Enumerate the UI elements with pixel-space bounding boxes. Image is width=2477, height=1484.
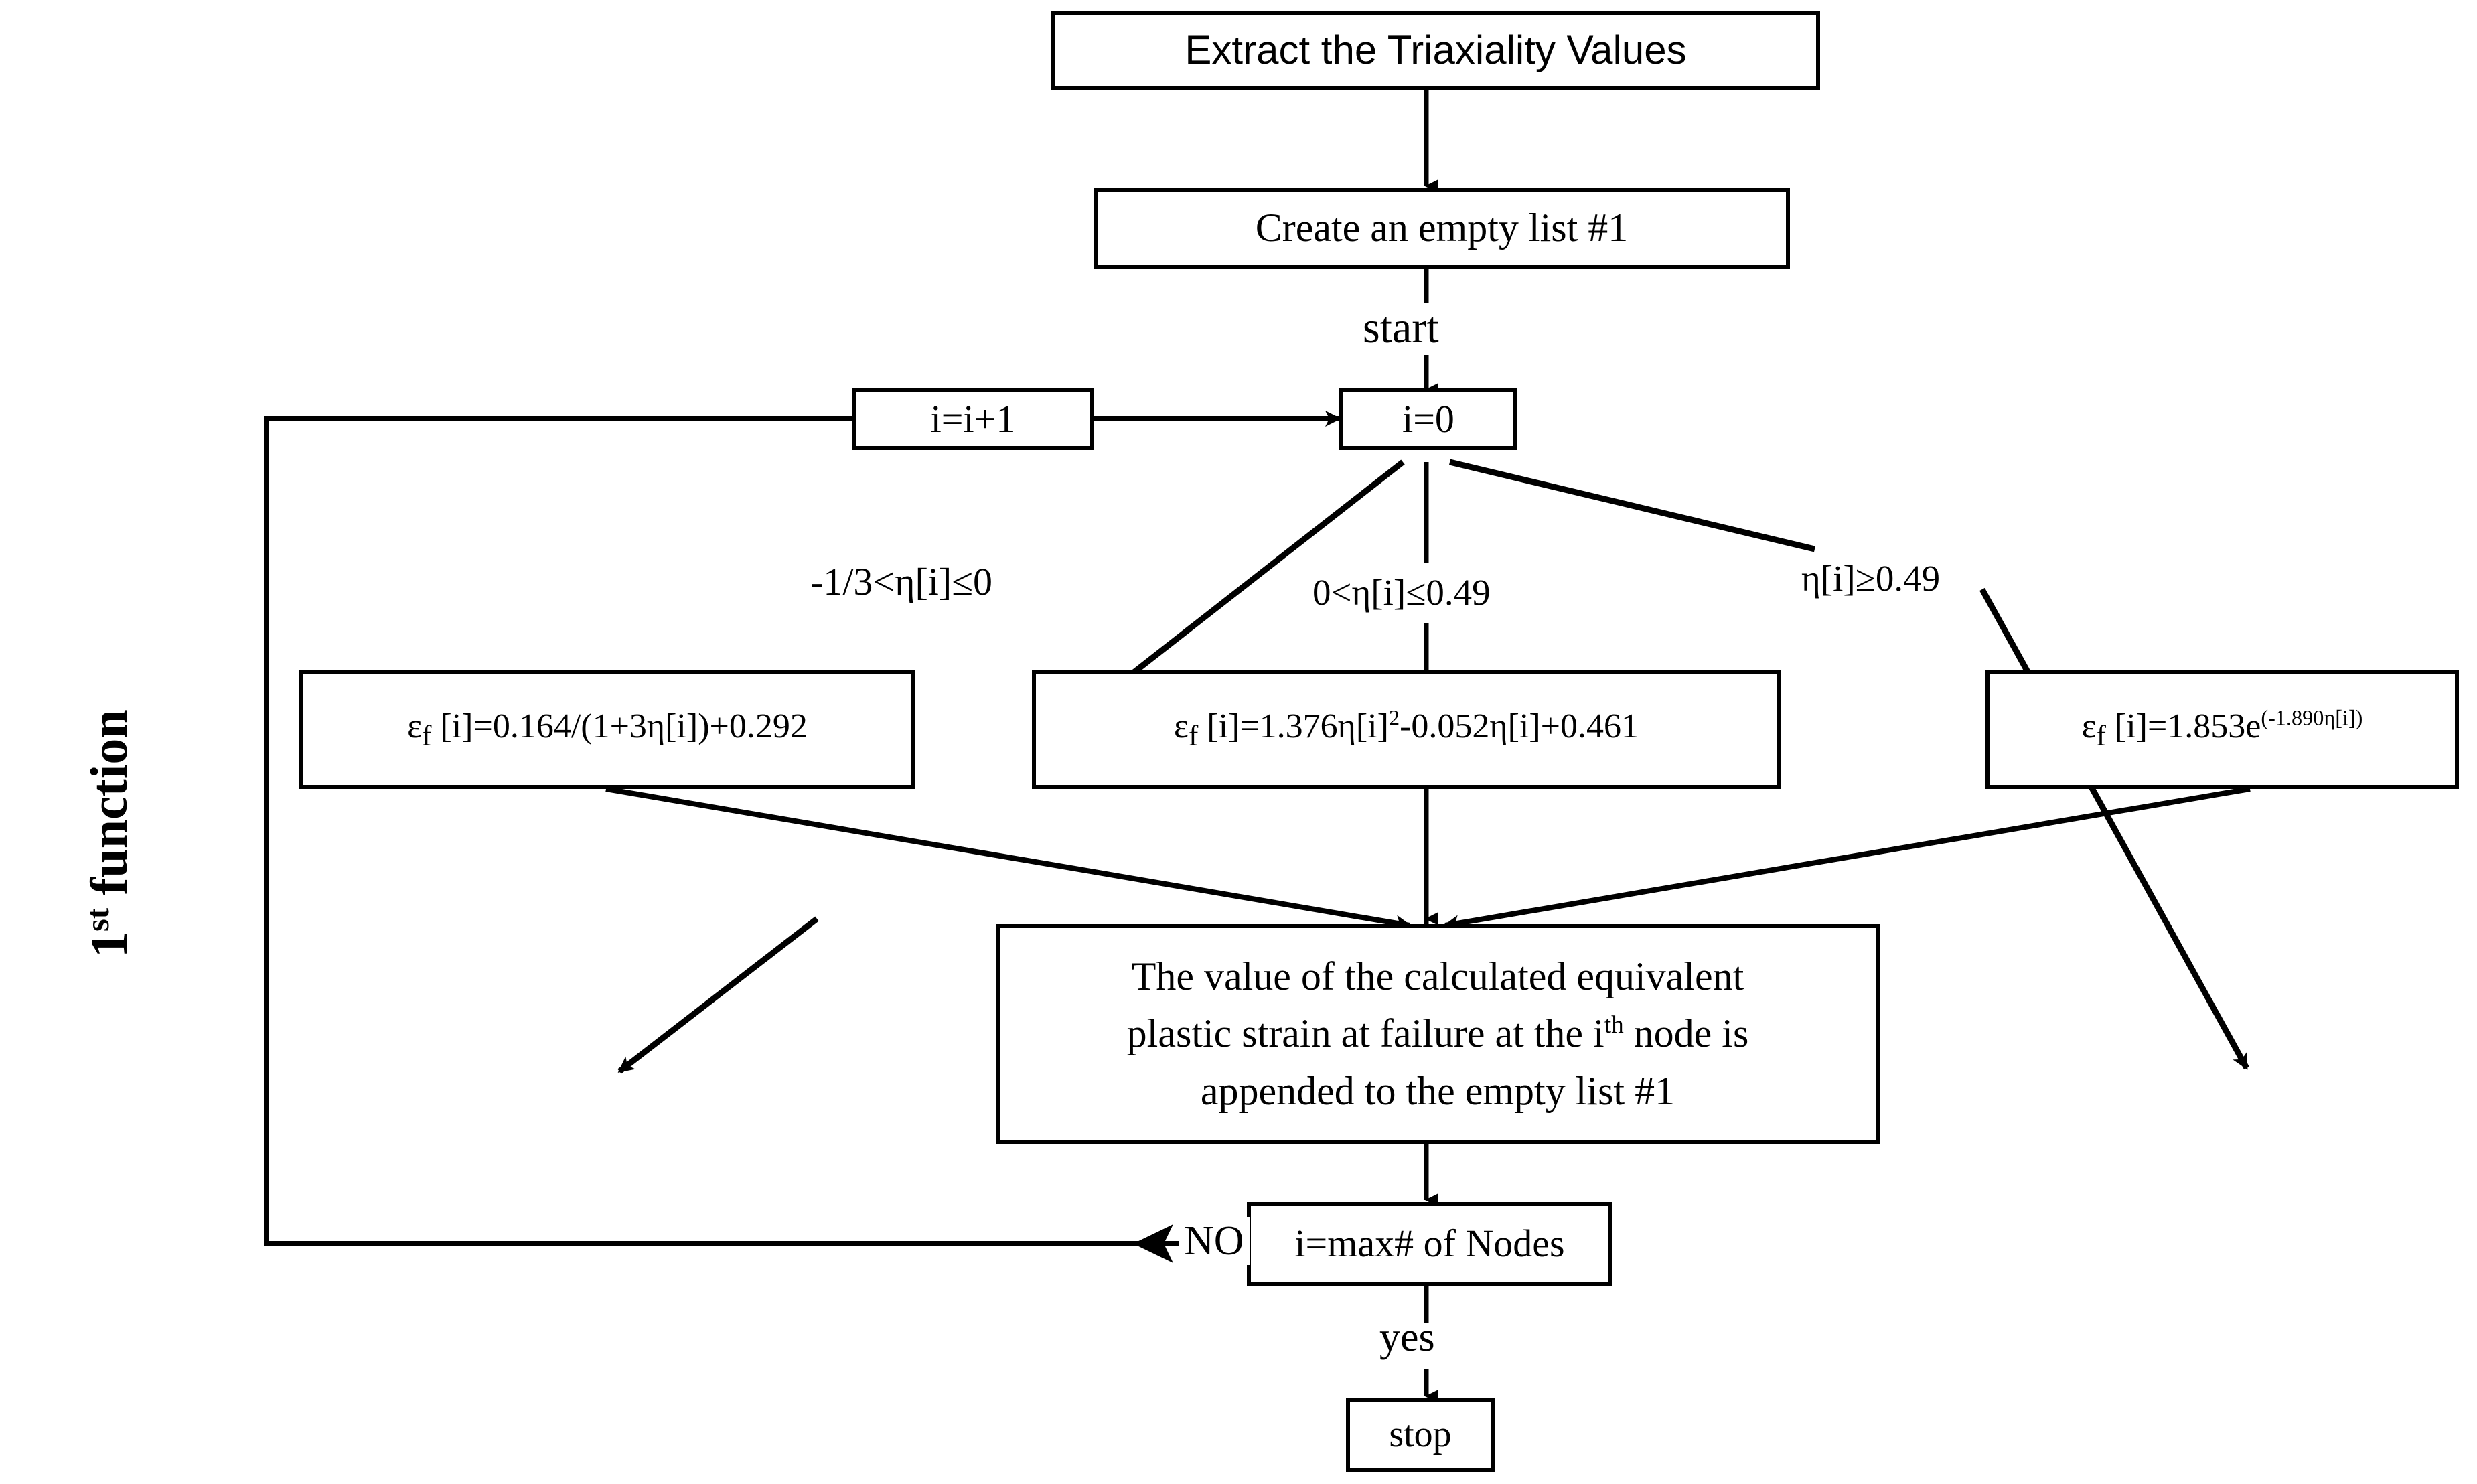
edge-label-condition-right-text: η[i]≥0.49 (1801, 558, 1941, 599)
node-formula-mid[interactable]: εf [i]=1.376η[i]2-0.052η[i]+0.461 (1032, 670, 1781, 789)
edge-label-start-text: start (1363, 303, 1439, 352)
edge-formula-left-to-append (605, 786, 1412, 932)
edge-label-condition-left: -1/3<η[i]≤0 (810, 559, 992, 604)
edge-label-condition-mid: 0<η[i]≤0.49 (1312, 571, 1491, 613)
node-stop-label: stop (1389, 1414, 1452, 1456)
node-append-line-1: The value of the calculated equivalent (1131, 954, 1744, 999)
edge-label-no: NO (1179, 1217, 1250, 1265)
node-formula-left-text: εf [i]=0.164/(1+3η[i])+0.292 (407, 702, 808, 757)
node-init-i[interactable]: i=0 (1339, 388, 1517, 450)
section-label-word: function (80, 709, 138, 909)
edge-label-condition-right: η[i]≥0.49 (1801, 557, 1940, 599)
formula-right-exponent: (-1.890η[i]) (2261, 705, 2363, 730)
epsilon-subscript-f: f (421, 719, 432, 752)
node-append-line-3: appended to the empty list #1 (1200, 1068, 1675, 1113)
edge-label-yes-text: yes (1379, 1315, 1435, 1360)
node-stop[interactable]: stop (1346, 1398, 1495, 1472)
epsilon-subscript-f: f (2096, 719, 2106, 752)
node-append-to-list[interactable]: The value of the calculated equivalent p… (996, 924, 1880, 1144)
formula-mid-part1: [i]=1.376η[i] (1198, 707, 1389, 746)
node-increment-i-label: i=i+1 (930, 396, 1016, 441)
edge-label-condition-left-text: -1/3<η[i]≤0 (810, 560, 993, 603)
edge-formula-right-to-append (1443, 786, 2251, 932)
epsilon-symbol: ε (407, 707, 422, 746)
epsilon-symbol: ε (1173, 707, 1189, 746)
section-label-1st-function: 1st function (79, 709, 139, 958)
node-create-empty-list-label: Create an empty list #1 (1255, 206, 1629, 250)
formula-left-body: [i]=0.164/(1+3η[i])+0.292 (431, 707, 808, 746)
formula-mid-exponent: 2 (1388, 705, 1400, 730)
formula-right-part1: [i]=1.853e (2105, 707, 2261, 746)
node-increment-i[interactable]: i=i+1 (852, 388, 1094, 450)
node-extract-triaxiality-label: Extract the Triaxiality Values (1185, 27, 1687, 73)
node-append-ordinal-th: th (1604, 1011, 1624, 1039)
node-append-line-2b: node is (1623, 1011, 1749, 1056)
node-create-empty-list[interactable]: Create an empty list #1 (1094, 188, 1790, 269)
node-check-max-nodes[interactable]: i=max# of Nodes (1247, 1202, 1612, 1286)
edge-label-no-text: NO (1184, 1218, 1244, 1264)
epsilon-subscript-f: f (1188, 719, 1199, 752)
edge-label-condition-mid-text: 0<η[i]≤0.49 (1312, 572, 1491, 613)
node-formula-right-text: εf [i]=1.853e(-1.890η[i]) (2082, 702, 2363, 757)
epsilon-symbol: ε (2081, 707, 2097, 746)
node-formula-right[interactable]: εf [i]=1.853e(-1.890η[i]) (1985, 670, 2459, 789)
edge-init-to-formula-right (1448, 459, 2249, 1070)
section-label-ordinal-suffix: st (80, 908, 116, 932)
section-label-number: 1 (80, 932, 138, 958)
node-init-i-label: i=0 (1402, 396, 1454, 441)
node-append-line-2: plastic strain at failure at the ith nod… (1127, 1005, 1749, 1062)
edge-label-start: start (1363, 303, 1439, 354)
node-formula-mid-text: εf [i]=1.376η[i]2-0.052η[i]+0.461 (1174, 702, 1639, 757)
formula-mid-part2: -0.052η[i]+0.461 (1400, 707, 1639, 746)
node-append-line-2a: plastic strain at failure at the i (1126, 1011, 1604, 1056)
edge-label-yes: yes (1379, 1314, 1435, 1361)
node-check-max-nodes-label: i=max# of Nodes (1294, 1221, 1565, 1266)
node-formula-left[interactable]: εf [i]=0.164/(1+3η[i])+0.292 (299, 670, 915, 789)
node-extract-triaxiality[interactable]: Extract the Triaxiality Values (1051, 11, 1820, 90)
